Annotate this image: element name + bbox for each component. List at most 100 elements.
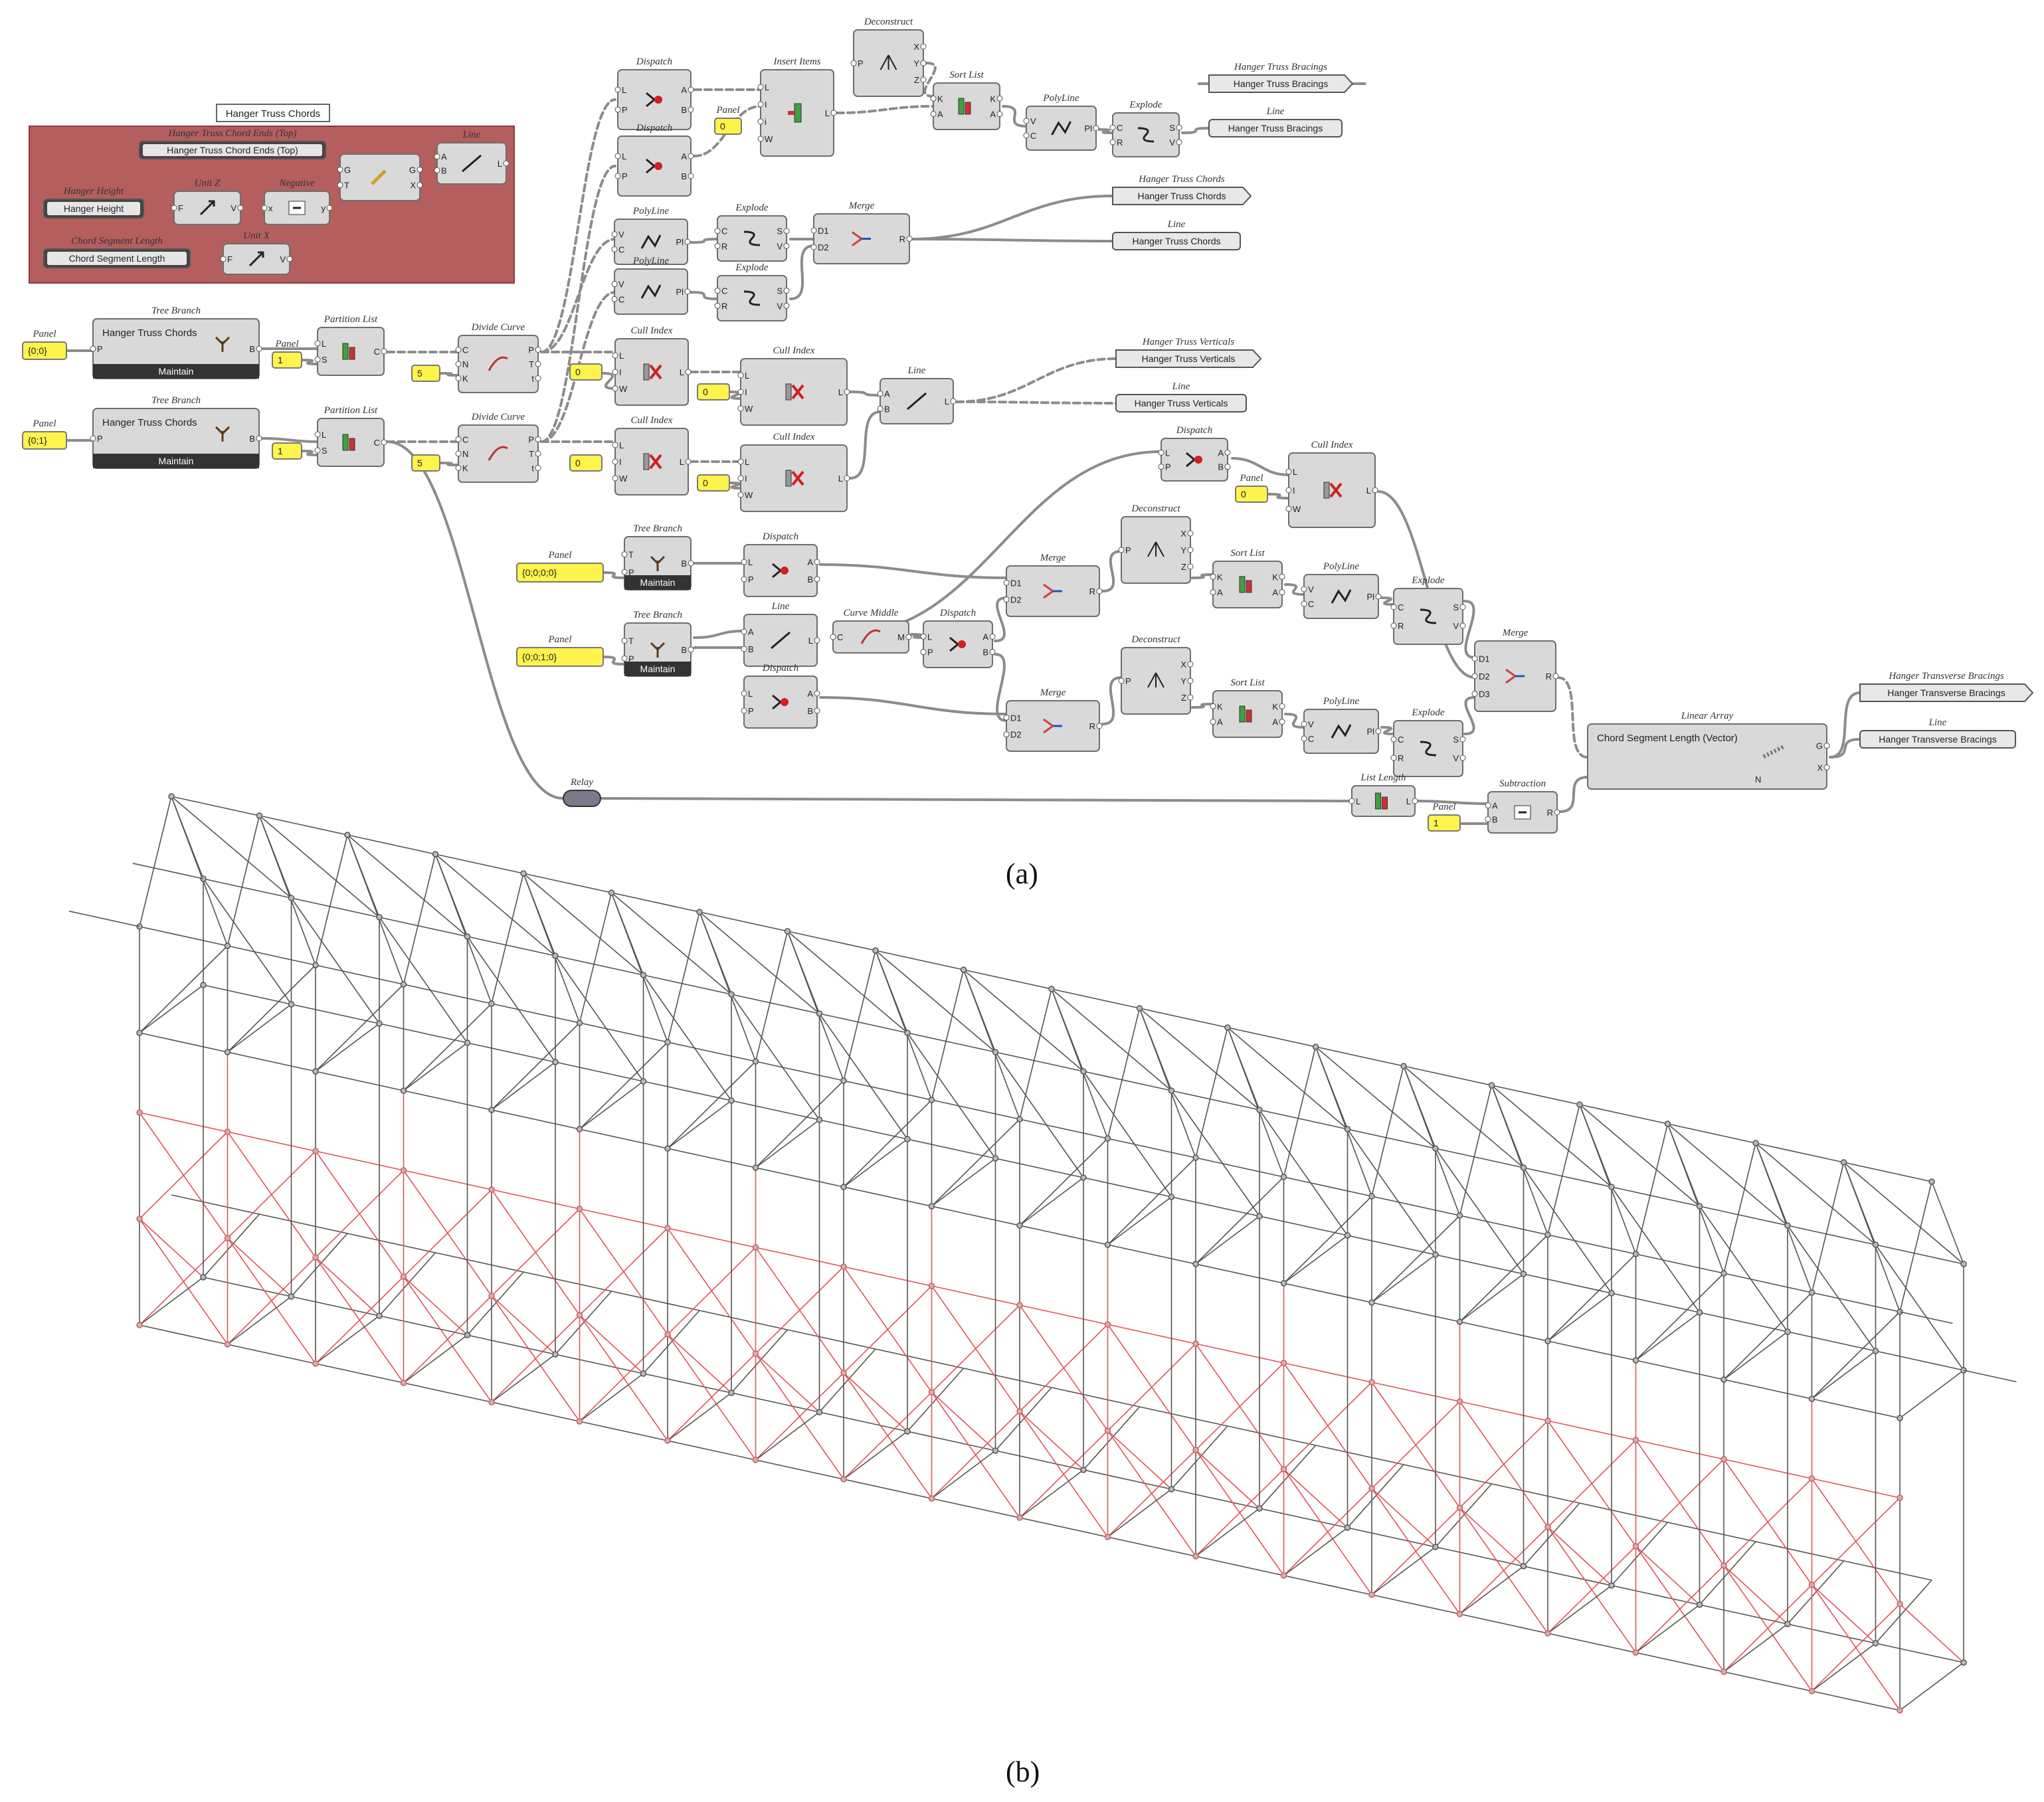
input-port[interactable]: [1210, 573, 1216, 580]
input-port[interactable]: [611, 231, 618, 238]
input-port[interactable]: [1301, 586, 1307, 592]
output-port[interactable]: [535, 347, 541, 353]
input-port[interactable]: [1390, 755, 1397, 761]
output-port[interactable]: [381, 348, 387, 355]
output-port[interactable]: [1224, 449, 1231, 456]
input-port[interactable]: [920, 633, 927, 640]
input-port[interactable]: [930, 95, 937, 102]
input-port[interactable]: [1390, 622, 1397, 629]
input-port[interactable]: [171, 205, 177, 211]
input-port[interactable]: [1023, 132, 1030, 139]
output-port[interactable]: [830, 110, 837, 116]
value-panel[interactable]: Panel{0;0}: [22, 329, 67, 360]
output-port[interactable]: [989, 649, 996, 656]
output-port[interactable]: [920, 76, 927, 83]
output-port[interactable]: [1187, 547, 1194, 553]
output-port[interactable]: [1412, 798, 1418, 804]
input-port[interactable]: [314, 356, 321, 363]
input-port[interactable]: [757, 101, 764, 108]
output-port[interactable]: [417, 166, 423, 173]
input-port[interactable]: [612, 458, 618, 465]
output-port[interactable]: [1459, 622, 1466, 629]
input-port[interactable]: [877, 405, 883, 412]
input-port[interactable]: [741, 646, 747, 652]
parameter-node[interactable]: Hanger Truss Chord Ends (Top)Hanger Trus…: [139, 128, 326, 159]
input-port[interactable]: [314, 340, 321, 347]
input-port[interactable]: [314, 447, 321, 454]
input-port[interactable]: [614, 86, 621, 93]
output-port[interactable]: [1459, 755, 1466, 761]
output-port[interactable]: [685, 458, 692, 465]
input-port[interactable]: [614, 153, 621, 159]
output-port[interactable]: [814, 559, 820, 565]
input-port[interactable]: [612, 369, 618, 375]
output-port[interactable]: [685, 369, 692, 375]
input-port[interactable]: [741, 576, 747, 583]
input-port[interactable]: [611, 246, 618, 252]
output-port[interactable]: [535, 436, 541, 442]
input-port[interactable]: [1003, 731, 1010, 738]
value-panel[interactable]: 1: [272, 442, 302, 460]
input-port[interactable]: [337, 182, 343, 189]
input-port[interactable]: [1158, 449, 1164, 456]
input-port[interactable]: [737, 458, 744, 465]
input-port[interactable]: [920, 649, 927, 656]
output-port[interactable]: [1372, 487, 1378, 494]
input-port[interactable]: [611, 281, 618, 288]
output-port[interactable]: [1375, 728, 1382, 735]
output-port[interactable]: [1552, 673, 1559, 679]
input-port[interactable]: [757, 118, 764, 125]
value-panel[interactable]: 0: [697, 383, 730, 401]
input-port[interactable]: [714, 302, 721, 309]
input-port[interactable]: [1390, 736, 1397, 743]
input-port[interactable]: [434, 167, 440, 173]
output-port[interactable]: [1459, 604, 1466, 610]
input-port[interactable]: [737, 492, 744, 498]
input-port[interactable]: [455, 361, 462, 367]
input-port[interactable]: [741, 707, 747, 714]
output-port[interactable]: [535, 465, 541, 471]
output-port[interactable]: [905, 634, 912, 640]
value-panel[interactable]: Panel{0;0;1;0}: [516, 634, 604, 667]
output-port[interactable]: [1554, 809, 1560, 816]
output-port[interactable]: [417, 182, 423, 189]
input-port[interactable]: [757, 135, 764, 142]
output-port[interactable]: [503, 160, 510, 167]
input-port[interactable]: [455, 347, 462, 353]
output-port[interactable]: [920, 43, 927, 50]
input-port[interactable]: [1003, 714, 1010, 721]
input-port[interactable]: [1285, 487, 1292, 494]
output-port[interactable]: [1187, 530, 1194, 537]
output-port[interactable]: [237, 205, 244, 211]
output-port[interactable]: [684, 238, 691, 245]
